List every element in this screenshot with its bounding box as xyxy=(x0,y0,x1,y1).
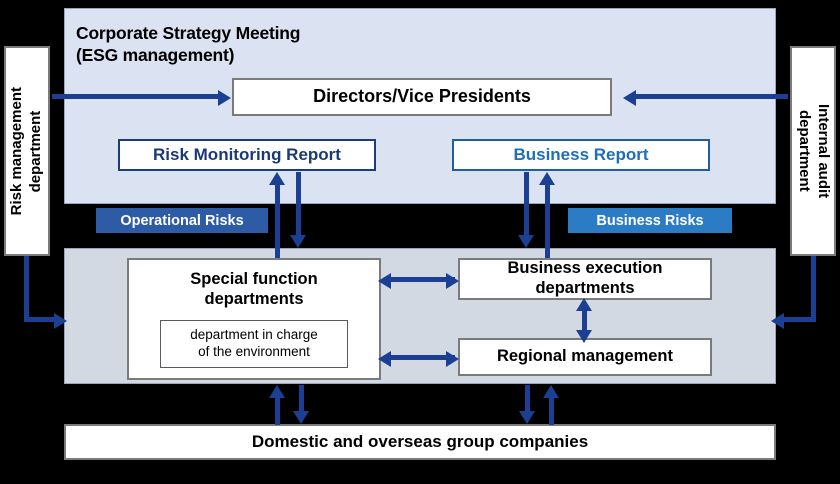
directors-vice-presidents-box: Directors/Vice Presidents xyxy=(232,78,612,116)
arrow-internal-audit-elbow-head xyxy=(771,313,784,329)
arrow-risk-mgmt-elbow-head xyxy=(54,313,67,329)
arrow-business-down-line xyxy=(524,172,529,236)
arrow-special-regional-line xyxy=(385,355,455,360)
risk-management-department-box: Risk management department xyxy=(4,46,50,256)
arrow-business-down-head xyxy=(518,235,534,248)
regional-management-box: Regional management xyxy=(458,338,712,376)
business-execution-departments-box: Business execution departments xyxy=(458,258,712,300)
arrow-internal-audit-elbow-horizontal xyxy=(784,317,816,322)
risk-monitoring-report-box: Risk Monitoring Report xyxy=(118,139,376,171)
panel-title-corporate-strategy-meeting: Corporate Strategy Meeting (ESG manageme… xyxy=(76,23,301,66)
arrow-group-to-regional-up-line xyxy=(549,395,554,425)
business-risks-tag: Business Risks xyxy=(568,208,732,233)
arrow-group-to-special-up-line xyxy=(275,395,280,425)
environment-department-box: department in charge of the environment xyxy=(160,320,348,369)
arrow-operational-up-line xyxy=(275,183,280,258)
arrow-special-busexec-head-left xyxy=(378,273,391,289)
arrow-internal-audit-elbow-vertical xyxy=(811,256,816,322)
arrow-special-regional-head-right xyxy=(446,351,459,367)
arrow-busexec-regional-head-up xyxy=(576,298,592,311)
arrow-risk-mgmt-to-directors-head xyxy=(218,90,231,106)
special-function-departments-label: Special function departments xyxy=(190,270,318,309)
arrow-operational-up-head xyxy=(269,172,285,185)
internal-audit-department-box: Internal audit department xyxy=(790,46,836,256)
arrow-internal-audit-to-directors-head xyxy=(623,90,636,106)
risk-management-department-label: Risk management department xyxy=(8,86,44,216)
arrow-business-up-line xyxy=(545,183,550,258)
special-function-departments-box: Special function departments department … xyxy=(127,258,381,380)
arrow-special-regional-head-left xyxy=(378,351,391,367)
operational-risks-tag: Operational Risks xyxy=(96,208,268,233)
arrow-operational-down-line xyxy=(296,172,301,236)
arrow-internal-audit-to-directors-line xyxy=(636,94,788,99)
arrow-busexec-regional-line xyxy=(582,306,587,334)
business-report-box: Business Report xyxy=(452,139,710,171)
arrow-special-to-group-down-line xyxy=(299,385,304,413)
arrow-special-busexec-head-right xyxy=(446,273,459,289)
arrow-regional-to-group-down-line xyxy=(525,385,530,413)
arrow-operational-down-head xyxy=(290,235,306,248)
arrow-special-busexec-line xyxy=(385,277,455,282)
arrow-busexec-regional-head-down xyxy=(576,330,592,343)
arrow-group-to-special-up-head xyxy=(269,385,285,398)
arrow-risk-mgmt-to-directors-line xyxy=(52,94,220,99)
arrow-business-up-head xyxy=(539,172,555,185)
arrow-special-to-group-down-head xyxy=(293,411,309,424)
arrow-regional-to-group-down-head xyxy=(519,411,535,424)
internal-audit-department-label: Internal audit department xyxy=(796,103,832,199)
domestic-overseas-group-companies-box: Domestic and overseas group companies xyxy=(64,424,776,460)
arrow-group-to-regional-up-head xyxy=(543,385,559,398)
arrow-risk-mgmt-elbow-horizontal xyxy=(24,317,56,322)
arrow-risk-mgmt-elbow-vertical xyxy=(24,256,29,322)
